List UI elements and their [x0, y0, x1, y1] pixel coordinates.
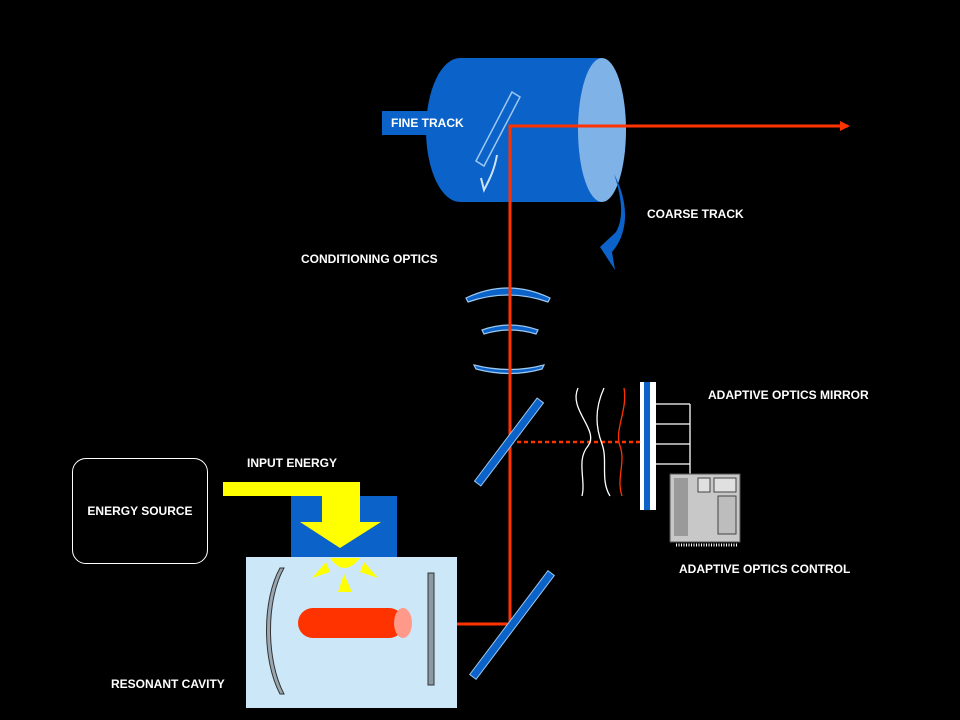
beam-splitter-mirror [473, 397, 545, 487]
adaptive-optics-control-label: ADAPTIVE OPTICS CONTROL [679, 562, 851, 576]
fine-track-mirror [475, 90, 521, 168]
cavity-rear-mirror [266, 567, 285, 695]
cavity-output-coupler [427, 572, 435, 686]
input-energy-arrow [223, 482, 381, 548]
circuit-board-icon [669, 473, 741, 547]
tracking-telescope [426, 58, 626, 202]
adaptive-optics-mirror [640, 382, 691, 510]
adaptive-optics-mirror-label: ADAPTIVE OPTICS MIRROR [708, 388, 869, 402]
energy-source-box: ENERGY SOURCE [72, 458, 208, 564]
pump-light-rays-icon [312, 558, 378, 592]
gain-rod [298, 608, 412, 638]
fine-track-label: FINE TRACK [382, 111, 472, 135]
input-energy-label: INPUT ENERGY [247, 456, 338, 470]
wavefront-curves-icon [575, 387, 626, 497]
coarse-track-rotation-icon [600, 174, 626, 270]
conditioning-optics-label: CONDITIONING OPTICS [301, 252, 438, 266]
energy-source-label: ENERGY SOURCE [87, 504, 193, 518]
resonant-cavity-label: RESONANT CAVITY [111, 677, 225, 691]
coarse-track-label: COARSE TRACK [647, 207, 744, 221]
conditioning-optics-lenses [465, 287, 551, 375]
fold-mirror [468, 569, 556, 681]
fine-track-rotation-icon [480, 154, 498, 193]
